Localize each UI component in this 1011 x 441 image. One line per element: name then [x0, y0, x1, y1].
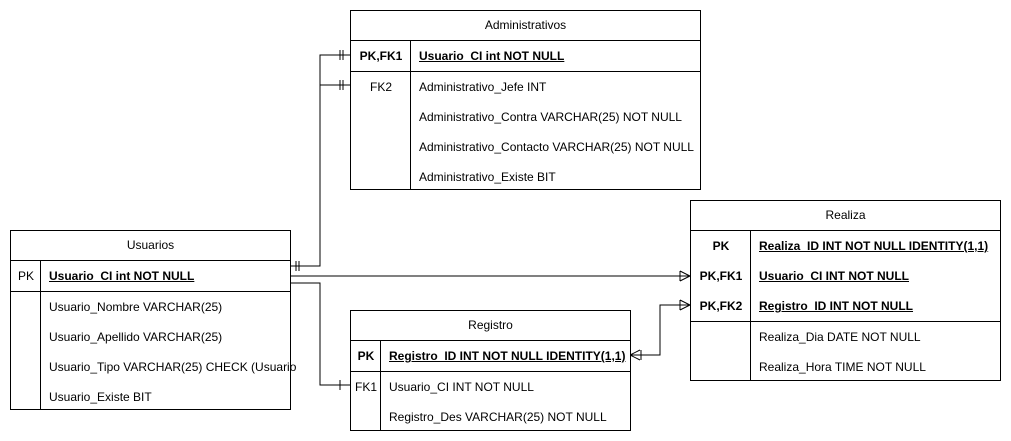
- table-row[interactable]: Administrativo_Contacto VARCHAR(25) NOT …: [351, 132, 700, 162]
- rel-usuarios-registro: [290, 282, 350, 386]
- table-row[interactable]: PK Usuario_CI int NOT NULL: [11, 261, 290, 291]
- attribute: Usuario_CI INT NOT NULL: [759, 269, 910, 283]
- table-usuarios[interactable]: Usuarios PK Usuario_CI int NOT NULL Usua…: [10, 230, 297, 412]
- attribute: Usuario_CI int NOT NULL: [49, 269, 195, 283]
- table-realiza[interactable]: Realiza PK Realiza_ID INT NOT NULL IDENT…: [690, 200, 1001, 381]
- table-registro[interactable]: Registro PK Registro_ID INT NOT NULL IDE…: [350, 310, 631, 431]
- key-label: PK: [357, 349, 375, 363]
- table-title: Administrativos: [351, 11, 700, 41]
- table-row[interactable]: Usuario_Tipo VARCHAR(25) CHECK (Usuario: [11, 352, 297, 382]
- attribute: Realiza_ID INT NOT NULL IDENTITY(1,1): [759, 239, 989, 253]
- table-title: Usuarios: [11, 231, 290, 261]
- attribute: Usuario_CI int NOT NULL: [419, 49, 565, 63]
- table-row[interactable]: PK Registro_ID INT NOT NULL IDENTITY(1,1…: [351, 341, 630, 371]
- table-row[interactable]: Registro_Des VARCHAR(25) NOT NULL: [351, 402, 630, 432]
- table-row[interactable]: Usuario_Existe BIT: [11, 382, 290, 412]
- rel-registro-realiza: [630, 304, 690, 356]
- attribute: Realiza_Dia DATE NOT NULL: [759, 330, 921, 344]
- table-title: Registro: [351, 311, 630, 341]
- key-label: FK2: [369, 80, 392, 94]
- key-label: PK,FK1: [699, 269, 743, 283]
- attribute: Administrativo_Existe BIT: [419, 170, 556, 184]
- table-row[interactable]: Administrativo_Contra VARCHAR(25) NOT NU…: [351, 102, 700, 132]
- table-row[interactable]: Administrativo_Existe BIT: [351, 162, 700, 192]
- attribute: Usuario_CI INT NOT NULL: [389, 380, 534, 394]
- attribute: Usuario_Apellido VARCHAR(25): [49, 330, 223, 344]
- key-label: PK,FK1: [359, 49, 403, 63]
- table-row[interactable]: Realiza_Dia DATE NOT NULL: [691, 322, 1000, 352]
- attribute: Registro_ID INT NOT NULL IDENTITY(1,1): [389, 349, 626, 363]
- key-label: FK1: [354, 380, 377, 394]
- table-administrativos[interactable]: Administrativos PK,FK1 Usuario_CI int NO…: [350, 10, 701, 190]
- table-row[interactable]: PK,FK2 Registro_ID INT NOT NULL: [691, 291, 1000, 321]
- attribute: Administrativo_Jefe INT: [419, 80, 547, 94]
- key-label: PK: [712, 239, 730, 253]
- table-row[interactable]: PK,FK1 Usuario_CI int NOT NULL: [351, 41, 700, 71]
- attribute: Administrativo_Contacto VARCHAR(25) NOT …: [419, 140, 694, 154]
- table-row[interactable]: Usuario_Apellido VARCHAR(25): [11, 322, 290, 352]
- attribute: Usuario_Tipo VARCHAR(25) CHECK (Usuario: [49, 360, 297, 374]
- table-row[interactable]: FK2 Administrativo_Jefe INT: [351, 72, 700, 102]
- attribute: Registro_Des VARCHAR(25) NOT NULL: [389, 410, 607, 424]
- attribute: Administrativo_Contra VARCHAR(25) NOT NU…: [419, 110, 682, 124]
- attribute: Realiza_Hora TIME NOT NULL: [759, 360, 926, 374]
- attribute: Usuario_Nombre VARCHAR(25): [49, 300, 223, 314]
- table-row[interactable]: FK1 Usuario_CI INT NOT NULL: [351, 372, 630, 402]
- key-label: PK,FK2: [699, 299, 743, 313]
- table-row[interactable]: PK Realiza_ID INT NOT NULL IDENTITY(1,1): [691, 231, 1000, 261]
- rel-usuarios-administrativos-pk: [290, 54, 350, 267]
- table-title: Realiza: [691, 201, 1000, 231]
- attribute: Registro_ID INT NOT NULL: [759, 299, 914, 313]
- attribute: Usuario_Existe BIT: [49, 390, 152, 404]
- table-row[interactable]: Realiza_Hora TIME NOT NULL: [691, 352, 1000, 382]
- key-label: PK: [17, 269, 34, 283]
- table-row[interactable]: Usuario_Nombre VARCHAR(25): [11, 292, 290, 322]
- table-row[interactable]: PK,FK1 Usuario_CI INT NOT NULL: [691, 261, 1000, 291]
